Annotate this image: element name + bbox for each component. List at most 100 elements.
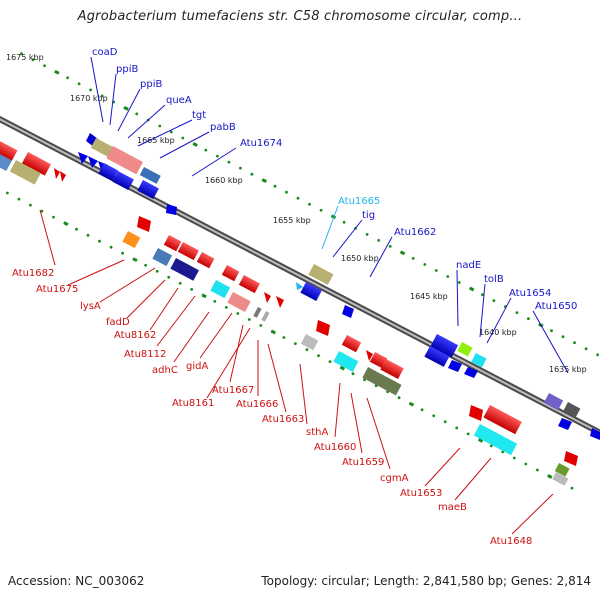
lower-features [0,140,578,486]
gene-label: Atu8162 [114,330,156,341]
gene-label: Atu1653 [400,488,442,499]
scale-dot [98,239,101,243]
scale-tick-mark [547,474,553,479]
gene-arrow [264,292,271,303]
scale-dot [121,251,124,255]
gene-arrow [60,171,66,182]
gene-label: Atu8161 [172,398,214,409]
gene-arrow [152,247,173,267]
scale-dot [77,82,81,86]
gene-label: Atu1675 [36,284,78,295]
scale-dot [515,311,519,314]
gene-arrow [122,231,141,249]
gene-arrow [333,351,359,372]
gene-arrow [430,334,459,358]
tick-label: 1650 kbp [341,254,379,263]
scale-dot [596,353,599,357]
scale-track [6,52,599,490]
scale-dot [466,432,470,436]
scale-dot [388,245,392,248]
gene-label: tig [362,210,375,221]
scale-tick-mark [54,69,60,75]
gene-arrow [112,171,134,191]
gene-label: Atu1666 [236,399,278,410]
upper-gene-labels: coaD ppiB ppiB queA tgt pabB Atu1674 Atu… [92,47,577,312]
gene-label: Atu1667 [212,385,254,396]
scale-dot [584,347,588,351]
scale-dot [512,456,516,460]
gene-arrow [177,242,199,261]
gene-label: Atu8112 [124,349,166,360]
label-connectors [39,56,569,535]
tick-label: 1645 kbp [410,292,448,301]
gene-arrow [564,451,578,466]
scale-dot [190,288,194,291]
gene-label: nadE [456,260,481,271]
scale-dot [423,263,427,266]
gene-label: queA [166,95,192,106]
scale-dot [305,348,309,351]
gene-arrow [9,160,41,185]
gene-arrow [457,342,473,357]
scale-dot [536,468,539,472]
gene-arrow [590,428,600,440]
gene-label: Atu1662 [394,227,436,238]
scale-dot [492,299,496,302]
gene-arrow [366,350,373,361]
gene-arrow [166,204,177,215]
scale-dot [247,318,251,321]
gene-arrow [473,423,518,456]
gene-arrow [238,275,260,294]
gene-label: Atu1665 [338,196,380,207]
gene-arrow [316,320,330,336]
gene-arrow [308,264,334,285]
tick-label: 1660 kbp [205,176,243,185]
scale-tick-mark [261,178,267,183]
gene-label: Atu1659 [342,457,384,468]
gene-label: lysA [80,301,101,312]
scale-tick-mark [399,250,406,256]
scale-dot [236,312,240,315]
gene-label: Atu1654 [509,288,551,299]
scale-tick-mark [63,221,69,226]
scale-dot [259,324,263,327]
scale-dot [342,220,346,224]
gene-arrow [558,418,572,430]
scale-dot [550,329,553,333]
gene-label: tgt [192,110,206,121]
scale-tick-mark [201,293,207,299]
scale-dot [239,166,242,170]
scale-dot [17,197,21,201]
gene-arrow [448,360,462,372]
gene-arrow [552,472,569,486]
gene-arrow [469,405,483,421]
gene-arrow [106,146,144,175]
gene-arrow [296,282,303,290]
scale-dot [227,160,231,164]
tick-label: 1675 kbp [6,53,44,62]
scale-dot [181,136,185,140]
scale-dot [100,94,104,98]
scale-dot [224,306,228,309]
scale-dot [144,263,148,267]
gene-arrow [362,366,402,396]
scale-dot [317,354,320,357]
tick-label: 1635 kbp [549,365,587,374]
scale-dot [319,208,323,212]
tick-label: 1655 kbp [273,216,311,225]
scale-dot [457,281,461,284]
gene-label: pabB [210,122,236,133]
scale-tick-mark [477,438,484,443]
gene-arrow [563,402,581,418]
scale-dot [89,88,92,92]
scale-dot [158,124,162,128]
gene-label: cgmA [380,473,409,484]
gene-arrow [54,168,60,179]
gene-arrow [163,235,182,252]
scale-dot [432,414,436,418]
scale-dot [169,130,173,134]
gene-label: maeB [438,502,467,513]
gene-label: tolB [484,274,504,285]
gene-label: coaD [92,47,118,58]
gene-arrow [137,180,159,200]
